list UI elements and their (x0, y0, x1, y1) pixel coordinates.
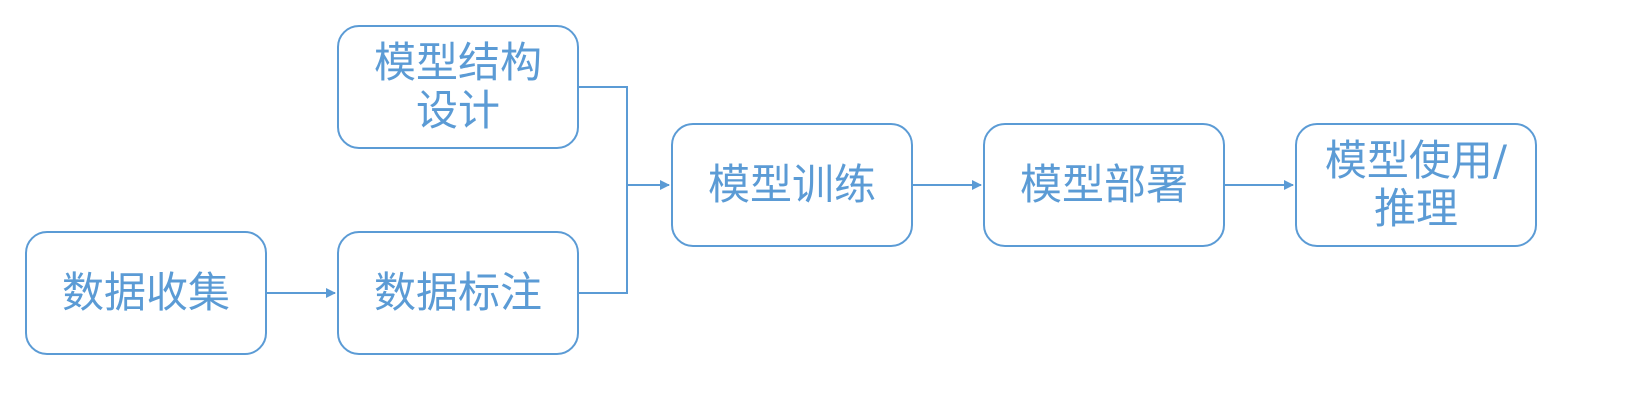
node-model-usage: 模型使用/ 推理 (1295, 123, 1537, 247)
node-data-labeling: 数据标注 (337, 231, 579, 355)
node-model-design: 模型结构 设计 (337, 25, 579, 149)
node-model-training-label: 模型训练 (707, 160, 876, 209)
node-model-design-label: 模型结构 设计 (373, 38, 542, 135)
node-data-labeling-label: 数据标注 (373, 268, 542, 317)
node-data-collection-label: 数据收集 (61, 268, 230, 317)
node-model-deployment-label: 模型部署 (1019, 160, 1188, 209)
node-model-usage-label: 模型使用/ 推理 (1324, 136, 1508, 233)
connector-labeling-to-merge (579, 185, 628, 294)
node-model-training: 模型训练 (671, 123, 913, 247)
node-data-collection: 数据收集 (25, 231, 267, 355)
node-model-deployment: 模型部署 (983, 123, 1225, 247)
connector-design-to-merge (579, 86, 628, 185)
